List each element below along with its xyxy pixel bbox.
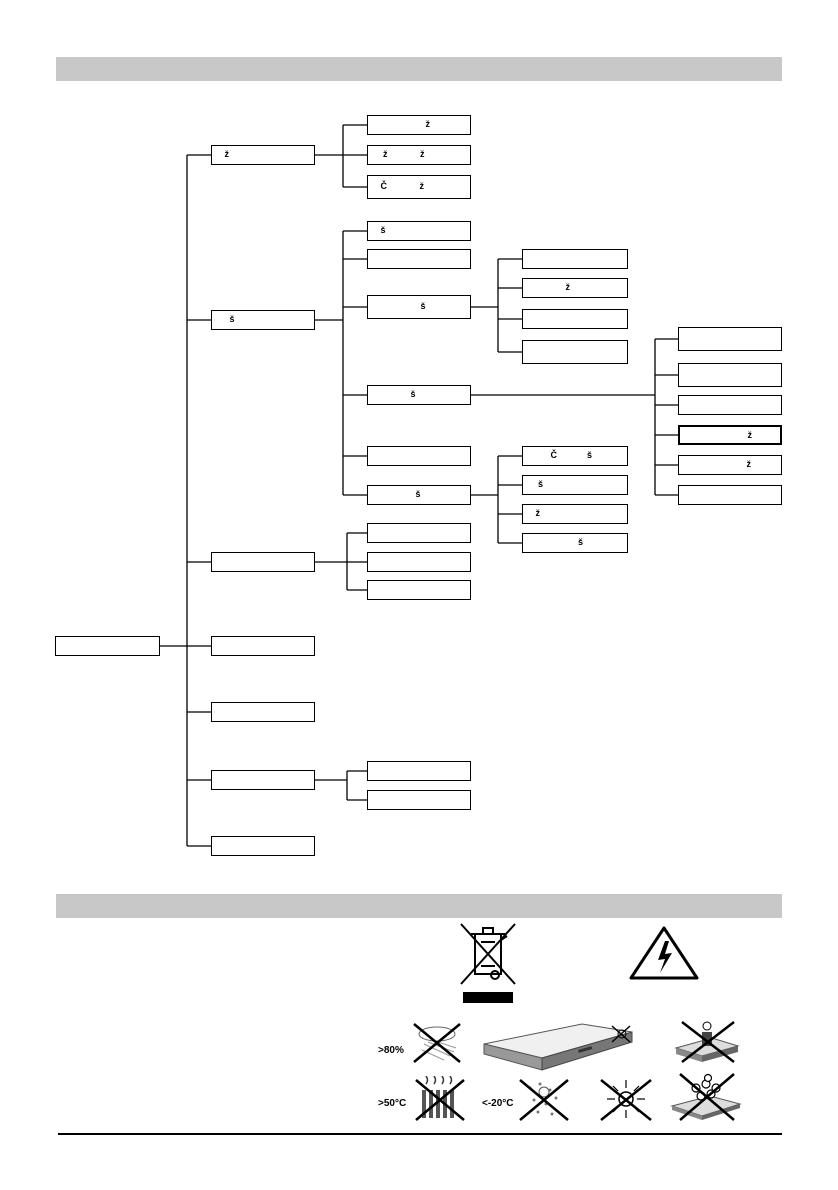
menu-node-e4[interactable]: š bbox=[522, 533, 628, 553]
menu-node-root[interactable] bbox=[55, 636, 160, 656]
menu-node-g2[interactable] bbox=[367, 790, 471, 810]
menu-node-e3[interactable]: ž bbox=[522, 504, 628, 524]
footer-rule bbox=[58, 1133, 782, 1135]
menu-node-c1[interactable] bbox=[522, 249, 628, 269]
menu-node-l1-5[interactable] bbox=[211, 702, 315, 722]
receiver-device-icon bbox=[483, 1023, 633, 1071]
humidity-label: >80% bbox=[378, 1045, 404, 1056]
section-header-bar-top bbox=[56, 57, 782, 81]
menu-node-a1[interactable]: ž bbox=[367, 115, 471, 135]
menu-node-b2[interactable] bbox=[367, 249, 471, 269]
menu-node-e2[interactable]: š bbox=[522, 475, 628, 495]
menu-node-d5[interactable]: ž bbox=[678, 455, 782, 475]
heat-label: >50°C bbox=[378, 1098, 407, 1109]
no-heat-icon bbox=[415, 1076, 465, 1121]
menu-node-c4[interactable] bbox=[522, 340, 628, 364]
menu-node-d1[interactable] bbox=[678, 327, 782, 351]
no-sunlight-icon bbox=[600, 1079, 652, 1121]
menu-node-b6[interactable]: š bbox=[367, 485, 471, 505]
menu-node-a2[interactable]: ž ž bbox=[367, 145, 471, 165]
menu-node-b1[interactable]: š bbox=[367, 221, 471, 241]
no-humidity-icon bbox=[413, 1023, 461, 1063]
menu-node-f2[interactable] bbox=[367, 552, 471, 572]
no-cold-icon bbox=[519, 1079, 569, 1121]
menu-node-d4[interactable]: ž bbox=[678, 425, 782, 445]
menu-node-b4[interactable]: š bbox=[367, 385, 471, 405]
menu-node-l1-6[interactable] bbox=[211, 770, 315, 790]
menu-node-l1-1[interactable]: ž bbox=[211, 145, 315, 165]
menu-tree-connectors bbox=[160, 124, 678, 847]
menu-node-l1-3[interactable] bbox=[211, 552, 315, 572]
cold-label: <-20°C bbox=[482, 1098, 514, 1109]
menu-node-e1[interactable]: Č š bbox=[522, 446, 628, 466]
menu-node-l1-7[interactable] bbox=[211, 836, 315, 856]
section-header-bar-bottom bbox=[56, 894, 782, 918]
menu-node-b5[interactable] bbox=[367, 446, 471, 466]
weee-bin-icon bbox=[460, 923, 516, 1003]
menu-node-a3[interactable]: Č ž bbox=[367, 175, 471, 199]
menu-node-d6[interactable] bbox=[678, 485, 782, 505]
menu-node-d3[interactable] bbox=[678, 395, 782, 415]
menu-node-c3[interactable] bbox=[522, 309, 628, 329]
menu-node-d2[interactable] bbox=[678, 363, 782, 387]
menu-node-c2[interactable]: ž bbox=[522, 278, 628, 298]
menu-node-l1-4[interactable] bbox=[211, 636, 315, 656]
menu-node-f3[interactable] bbox=[367, 580, 471, 600]
high-voltage-icon bbox=[629, 926, 699, 980]
no-objects-on-top-icon bbox=[670, 1073, 742, 1121]
menu-node-g1[interactable] bbox=[367, 761, 471, 781]
menu-node-b3[interactable]: š bbox=[367, 295, 471, 319]
no-liquid-icon bbox=[674, 1021, 740, 1063]
menu-node-l1-2[interactable]: š bbox=[211, 310, 315, 330]
menu-node-f1[interactable] bbox=[367, 523, 471, 543]
